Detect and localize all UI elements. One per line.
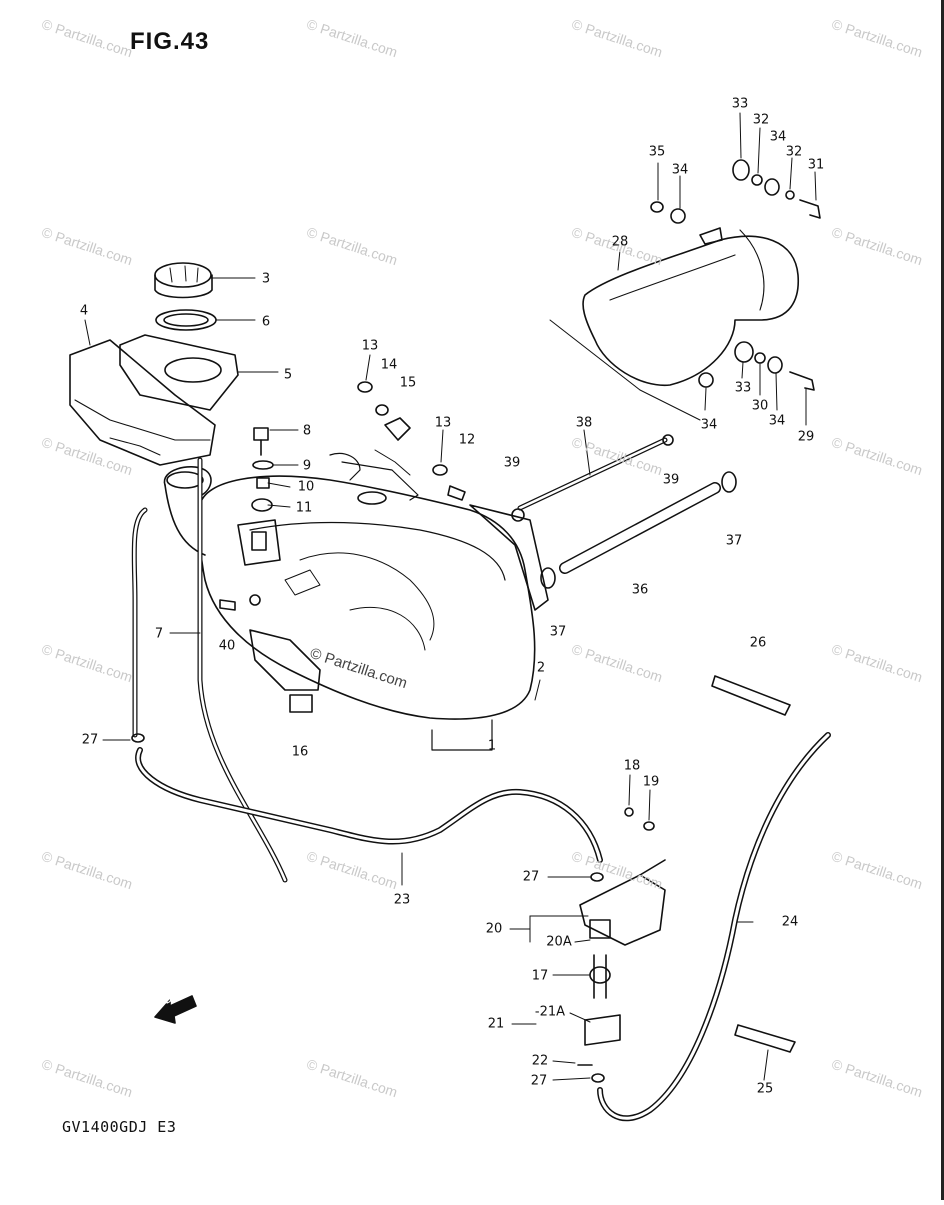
- hose-clips: [711, 675, 796, 1053]
- callout-23: 23: [393, 892, 411, 908]
- callout-25: 25: [756, 1081, 774, 1097]
- callout-11: 11: [295, 500, 313, 516]
- callout-8: 8: [302, 423, 312, 439]
- figure-title: FIG.43: [130, 28, 210, 55]
- callout-31: 31: [807, 157, 825, 173]
- page-edge: [941, 0, 944, 1200]
- callout-18: 18: [623, 758, 641, 774]
- callout-38: 38: [575, 415, 593, 431]
- callout-6: 6: [261, 314, 271, 330]
- callout-34: 34: [768, 413, 786, 429]
- callout-21: 21: [487, 1016, 505, 1032]
- callout-26: 26: [749, 635, 767, 651]
- callout-17: 17: [531, 968, 549, 984]
- forward-arrow: [154, 995, 197, 1024]
- callout-40: 40: [218, 638, 236, 654]
- callout-34: 34: [769, 129, 787, 145]
- callout-33: 33: [734, 380, 752, 396]
- callout-24: 24: [781, 914, 799, 930]
- callout-34: 34: [671, 162, 689, 178]
- callout-10: 10: [297, 479, 315, 495]
- hoses-upper: [511, 434, 737, 589]
- callout-7: 7: [154, 626, 164, 642]
- callout-2: 2: [536, 660, 546, 676]
- callout-13: 13: [361, 338, 379, 354]
- callout-32: 32: [752, 112, 770, 128]
- side-cover: [549, 159, 821, 421]
- callout-20a: 20A: [546, 934, 572, 950]
- callout-37: 37: [725, 533, 743, 549]
- callout-14: 14: [380, 357, 398, 373]
- model-code: GV1400GDJ E3: [62, 1118, 177, 1136]
- callout-1: 1: [487, 738, 497, 754]
- callout-5: 5: [283, 367, 293, 383]
- callout-34: 34: [700, 417, 718, 433]
- fuel-cap-assembly: [69, 262, 239, 466]
- callout-35: 35: [648, 144, 666, 160]
- callout-33: 33: [731, 96, 749, 112]
- callout-9: 9: [302, 458, 312, 474]
- callout-27: 27: [530, 1073, 548, 1089]
- callout-39: 39: [662, 472, 680, 488]
- callout-13: 13: [434, 415, 452, 431]
- callout-21a: -21A: [534, 1004, 566, 1020]
- fuel-valve-assembly: [577, 807, 666, 1083]
- callout-4: 4: [79, 303, 89, 319]
- callout-27: 27: [522, 869, 540, 885]
- fastener-hardware: [219, 381, 466, 611]
- callout-39: 39: [503, 455, 521, 471]
- callout-29: 29: [797, 429, 815, 445]
- callout-27: 27: [81, 732, 99, 748]
- callout-12: 12: [458, 432, 476, 448]
- fuel-tank: [163, 452, 549, 751]
- callout-22: 22: [531, 1053, 549, 1069]
- callout-19: 19: [642, 774, 660, 790]
- callout-37: 37: [549, 624, 567, 640]
- leader-lines: [84, 112, 817, 1081]
- drain-hoses: [131, 457, 831, 1122]
- callout-30: 30: [751, 398, 769, 414]
- callout-16: 16: [291, 744, 309, 760]
- callout-15: 15: [399, 375, 417, 391]
- callout-20: 20: [485, 921, 503, 937]
- callout-36: 36: [631, 582, 649, 598]
- callout-32: 32: [785, 144, 803, 160]
- callout-3: 3: [261, 271, 271, 287]
- callout-28: 28: [611, 234, 629, 250]
